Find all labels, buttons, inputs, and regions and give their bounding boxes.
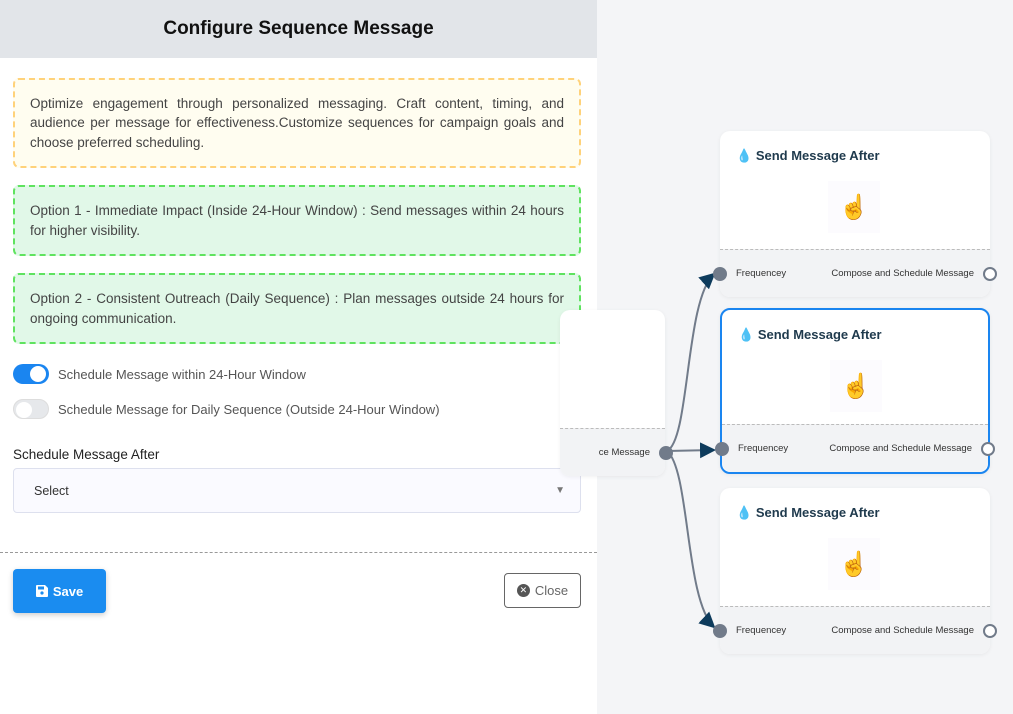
info-box: Optimize engagement through personalized… [13, 78, 581, 168]
droplet-icon: 💧 [736, 505, 753, 520]
output-label: Compose and Schedule Message [829, 443, 972, 454]
edge-to-card-1 [666, 272, 716, 452]
droplet-icon: 💧 [738, 327, 755, 342]
close-button[interactable]: ✕ Close [504, 573, 581, 608]
send-message-after-card[interactable]: 💧 Send Message After ☝ Frequencey Compose… [713, 488, 997, 654]
toggle-24-hour[interactable]: Schedule Message within 24-Hour Window [13, 364, 306, 384]
divider [0, 552, 597, 553]
output-label: Compose and Schedule Message [831, 625, 974, 636]
close-circle-icon: ✕ [516, 584, 530, 597]
caret-down-icon: ▼ [555, 485, 565, 496]
select-value: Select [34, 483, 69, 498]
hand-pointer-icon: ☝ [830, 360, 882, 412]
toggle-switch-on[interactable] [13, 364, 49, 384]
close-label: Close [534, 583, 569, 598]
save-button[interactable]: Save [13, 569, 106, 613]
output-label: Compose and Schedule Message [831, 268, 974, 279]
toggle-label: Schedule Message for Daily Sequence (Out… [58, 401, 440, 417]
save-label: Save [52, 583, 84, 599]
droplet-icon: 💧 [736, 148, 753, 163]
schedule-after-label: Schedule Message After [13, 447, 160, 462]
card-title: 💧 Send Message After [736, 148, 880, 163]
schedule-after-select[interactable]: Select ▼ [13, 468, 581, 513]
option1-box: Option 1 - Immediate Impact (Inside 24-H… [13, 185, 581, 256]
card-title: 💧 Send Message After [738, 327, 882, 342]
toggle-label: Schedule Message within 24-Hour Window [58, 366, 306, 382]
info-text: Optimize engagement through personalized… [30, 95, 564, 150]
input-port[interactable] [715, 442, 729, 456]
toggle-switch-off[interactable] [13, 399, 49, 419]
send-message-after-card-selected[interactable]: 💧 Send Message After ☝ Frequencey Compose… [715, 308, 995, 474]
panel-title: Configure Sequence Message [0, 0, 597, 58]
edge-to-card-2 [666, 442, 716, 459]
hand-pointer-icon: ☝ [828, 538, 880, 590]
hand-pointer-icon: ☝ [828, 181, 880, 233]
input-port[interactable] [713, 624, 727, 638]
output-port[interactable] [981, 442, 995, 456]
input-label: Frequencey [736, 625, 787, 636]
input-port[interactable] [713, 267, 727, 281]
configure-panel: Configure Sequence Message Optimize enga… [0, 0, 597, 714]
option1-text: Option 1 - Immediate Impact (Inside 24-H… [30, 203, 564, 238]
floppy-disk-icon [35, 585, 48, 597]
option2-text: Option 2 - Consistent Outreach (Daily Se… [30, 291, 564, 326]
toggle-daily-sequence[interactable]: Schedule Message for Daily Sequence (Out… [13, 399, 440, 419]
output-port[interactable] [983, 624, 997, 638]
output-port[interactable] [983, 267, 997, 281]
card-title: 💧 Send Message After [736, 505, 880, 520]
source-node[interactable]: ce Message [560, 310, 673, 476]
input-label: Frequencey [736, 268, 787, 279]
source-output-label: ce Message [598, 447, 650, 458]
input-label: Frequencey [738, 443, 789, 454]
send-message-after-card[interactable]: 💧 Send Message After ☝ Frequencey Compose… [713, 131, 997, 297]
edge-to-card-3 [666, 450, 716, 629]
option2-box: Option 2 - Consistent Outreach (Daily Se… [13, 273, 581, 344]
